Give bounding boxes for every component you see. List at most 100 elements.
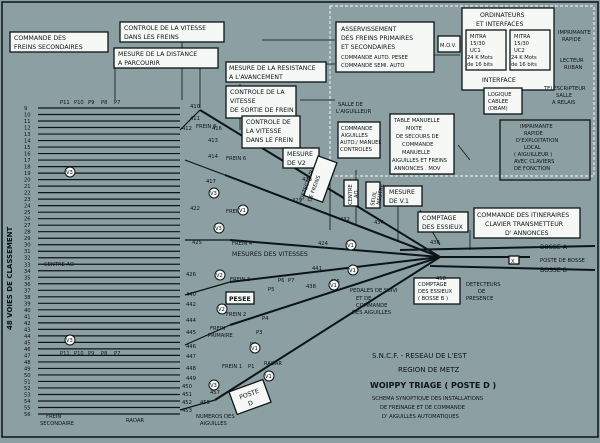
svg-text:POSTE DE BOSSE: POSTE DE BOSSE (540, 258, 585, 264)
track-number: 12 (24, 126, 31, 132)
track-number: 35 (24, 275, 31, 281)
box-controle-vitesse-sortie: CONTROLE DE LA VITESSE DE SORTIE DE FREI… (225, 85, 297, 119)
svg-text:AIGUILLES: AIGUILLES (341, 133, 368, 139)
svg-text:445: 445 (186, 330, 196, 336)
svg-text:CABLEE: CABLEE (488, 99, 508, 105)
svg-text:440: 440 (186, 292, 196, 298)
svg-text:V2: V2 (218, 307, 225, 313)
svg-text:411: 411 (190, 116, 200, 122)
svg-text:CONTROLES: CONTROLES (340, 147, 372, 153)
svg-text:422: 422 (190, 206, 200, 212)
track-number: 27 (24, 223, 31, 229)
svg-text:(DBAM): (DBAM) (488, 106, 508, 112)
svg-text:P3: P3 (256, 330, 262, 336)
svg-text:412: 412 (182, 126, 192, 132)
svg-text:UC2: UC2 (514, 48, 525, 54)
svg-text:PEDALES DE SUIVI: PEDALES DE SUIVI (350, 288, 398, 294)
svg-text:V3: V3 (210, 191, 217, 197)
svg-text:P11: P11 (60, 100, 70, 106)
svg-text:DE V2: DE V2 (287, 160, 306, 167)
box-imprimante-exploitation: IMPRIMANTE RAPIDE D'EXPLOITATION LOCAL (… (499, 119, 591, 181)
track-number: 46 (24, 347, 31, 353)
svg-text:DES FREINS PRIMAIRES: DES FREINS PRIMAIRES (341, 35, 413, 42)
svg-text:S.N.C.F. - RESEAU DE L'EST: S.N.C.F. - RESEAU DE L'EST (372, 352, 467, 360)
track-number: 15 (24, 145, 31, 151)
svg-text:V1: V1 (347, 243, 354, 249)
track-number: 43 (24, 327, 31, 333)
track-number: 25 (24, 210, 31, 216)
track-number: 41 (24, 314, 31, 320)
svg-text:NEUTRE: NEUTRE (376, 184, 386, 206)
track-number: 23 (24, 197, 31, 203)
svg-text:444: 444 (186, 318, 197, 324)
svg-text:RADAR: RADAR (126, 418, 144, 424)
field-labels: P11 P10 P9 P8 P7 P11 P10 P9 P8 P7 48 VOI… (6, 100, 585, 427)
svg-text:COMPTAGE: COMPTAGE (418, 282, 447, 288)
track-number: 14 (24, 139, 31, 145)
svg-text:RAPIDE: RAPIDE (562, 37, 581, 43)
svg-text:SALLE DE: SALLE DE (338, 102, 363, 108)
title-block: S.N.C.F. - RESEAU DE L'EST REGION DE MET… (370, 352, 496, 420)
svg-text:DES ESSIEUX: DES ESSIEUX (418, 289, 453, 295)
box-mesure-v2: MESURE DE V2 (282, 147, 320, 169)
svg-text:FREIN 3: FREIN 3 (230, 277, 250, 283)
box-pesee: PESEE (225, 291, 255, 305)
svg-text:V3: V3 (210, 383, 217, 389)
svg-text:WOIPPY TRIAGE ( POSTE D ): WOIPPY TRIAGE ( POSTE D ) (370, 381, 496, 390)
track-number: 47 (24, 353, 31, 359)
svg-text:P9: P9 (88, 351, 94, 357)
track-number: 17 (24, 158, 31, 164)
svg-text:LA VITESSE: LA VITESSE (246, 128, 281, 135)
svg-text:IMPRIMANTE: IMPRIMANTE (558, 30, 591, 36)
track-number: 34 (24, 269, 31, 275)
svg-text:AIGUILLES ET FREINS: AIGUILLES ET FREINS (392, 158, 447, 164)
box-comptage-essieux: COMPTAGE DES ESSIEUX (417, 211, 469, 233)
track-number: 40 (24, 308, 31, 314)
track-number: 9 (24, 106, 27, 112)
svg-text:P9: P9 (88, 100, 94, 106)
svg-text:COMMANDE: COMMANDE (341, 126, 372, 132)
classification-tracks (38, 107, 180, 415)
svg-text:DE SORTIE DE FREIN: DE SORTIE DE FREIN (230, 107, 294, 114)
track-number: 30 (24, 243, 31, 249)
svg-text:COMMANDE: COMMANDE (402, 142, 433, 148)
svg-text:M.O.V.: M.O.V. (440, 43, 457, 49)
box-comptage-essieux-bosse: COMPTAGE DES ESSIEUX ( BOSSE B ) (413, 277, 461, 305)
svg-text:15/30: 15/30 (470, 41, 485, 47)
svg-text:LOCAL: LOCAL (524, 145, 541, 151)
svg-text:FREINS SECONDAIRES: FREINS SECONDAIRES (14, 44, 83, 51)
svg-text:DES AIGUILLES: DES AIGUILLES (352, 310, 391, 316)
box-mov: M.O.V. (437, 35, 461, 53)
svg-text:24 K Mots: 24 K Mots (467, 55, 493, 61)
svg-text:V1: V1 (330, 283, 337, 289)
svg-text:FREIN 2: FREIN 2 (226, 312, 246, 318)
track-number: 39 (24, 301, 31, 307)
svg-text:V3: V3 (66, 170, 73, 176)
track-number: 56 (24, 412, 31, 418)
svg-text:D' AIGUILLES AUTOMATIQUES: D' AIGUILLES AUTOMATIQUES (382, 414, 459, 420)
svg-text:AIGUILLES: AIGUILLES (200, 421, 227, 427)
svg-text:REGION DE METZ: REGION DE METZ (398, 366, 460, 374)
svg-text:TABLE MANUELLE: TABLE MANUELLE (393, 118, 440, 124)
svg-text:CONTROLE DE LA: CONTROLE DE LA (230, 89, 285, 96)
svg-text:DETECTEURS: DETECTEURS (466, 282, 500, 288)
svg-text:438: 438 (306, 284, 316, 290)
box-centre-ao: CENTRE AO (343, 179, 360, 207)
svg-text:MANUELLE: MANUELLE (402, 150, 430, 156)
svg-text:455: 455 (200, 400, 210, 406)
track-number: 53 (24, 392, 31, 398)
svg-text:CONTROLE DE LA VITESSE: CONTROLE DE LA VITESSE (124, 25, 206, 32)
svg-text:P8: P8 (101, 351, 107, 357)
track-number: 37 (24, 288, 31, 294)
svg-text:COMPTAGE: COMPTAGE (422, 215, 456, 222)
svg-text:425: 425 (192, 240, 202, 246)
track-number: 11 (24, 119, 31, 125)
svg-text:MESURE DE LA DISTANCE: MESURE DE LA DISTANCE (118, 51, 197, 58)
svg-text:448: 448 (186, 366, 196, 372)
track-number: 21 (24, 184, 31, 190)
track-number: 26 (24, 217, 31, 223)
svg-text:P1: P1 (248, 364, 254, 370)
svg-text:417: 417 (206, 179, 216, 185)
